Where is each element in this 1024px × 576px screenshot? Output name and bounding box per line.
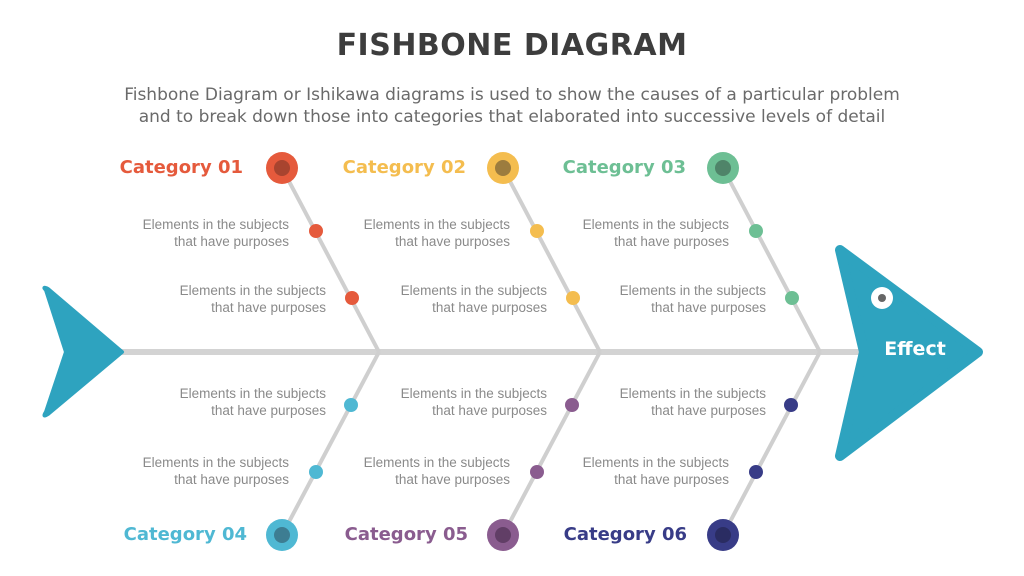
page-subtitle: Fishbone Diagram or Ishikawa diagrams is…	[0, 84, 1024, 128]
bone-category-02	[487, 152, 602, 353]
bone-category-05	[487, 351, 602, 551]
category-06-label: Category 06	[563, 524, 687, 545]
category-05-label: Category 05	[344, 524, 468, 545]
bone-category-04	[266, 351, 381, 551]
subtitle-line-1: Fishbone Diagram or Ishikawa diagrams is…	[124, 85, 900, 105]
fish-tail-icon	[42, 285, 124, 418]
category-02-label: Category 02	[342, 157, 466, 178]
category-01-label: Category 01	[119, 157, 243, 178]
category-03-label: Category 03	[562, 157, 686, 178]
bone-category-03	[707, 152, 822, 353]
subtitle-line-2: and to break down those into categories …	[138, 107, 886, 127]
bone-category-06	[707, 351, 822, 551]
category-04-label: Category 04	[123, 524, 247, 545]
effect-label: Effect	[884, 338, 946, 360]
page-title: FISHBONE DIAGRAM	[336, 28, 688, 63]
bone-category-01	[266, 152, 381, 353]
fish-pupil-icon	[878, 294, 886, 302]
